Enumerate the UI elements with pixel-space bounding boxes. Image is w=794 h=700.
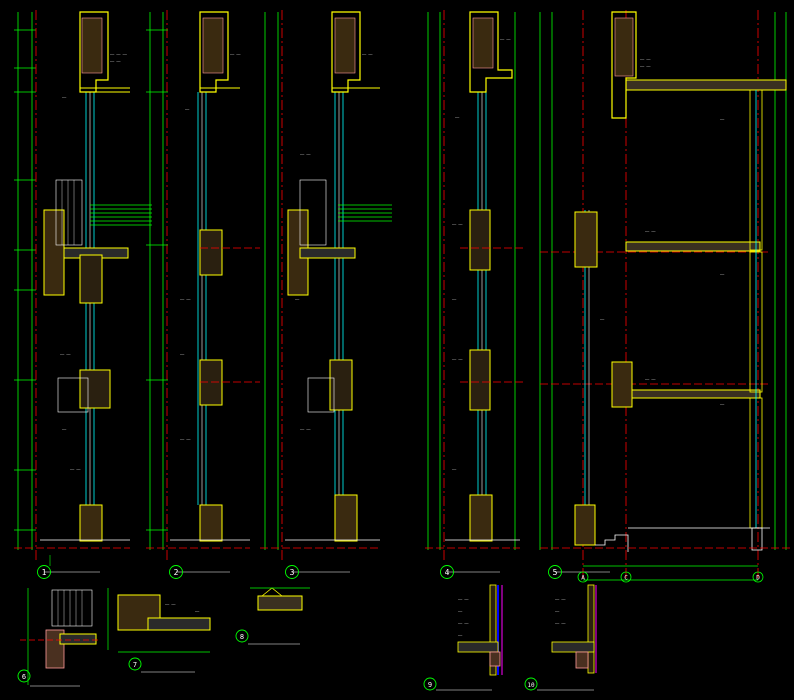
svg-text:—— ——: —— —— [300, 427, 311, 431]
svg-text:—— ——: —— —— [180, 297, 191, 301]
svg-text:—— ——: —— —— [640, 57, 651, 61]
svg-text:——: —— [455, 115, 460, 119]
section-label-3: 3 [290, 568, 295, 577]
svg-text:——: —— [720, 272, 725, 276]
svg-text:—— ——: —— —— [458, 597, 469, 601]
svg-text:——: —— [452, 467, 457, 471]
svg-text:—— ——: —— —— [300, 152, 311, 156]
section-marker-4 [440, 565, 454, 579]
svg-text:—— ——: —— —— [230, 52, 241, 56]
detail-label-9: 9 [428, 681, 432, 689]
svg-text:——: —— [720, 117, 725, 121]
svg-text:——: —— [195, 609, 200, 613]
svg-text:—— ——: —— —— [165, 602, 176, 606]
detail-label-10: 10 [527, 682, 535, 689]
svg-text:——: —— [185, 107, 190, 111]
grid-label-c: C [624, 575, 628, 582]
svg-text:—— ——: —— —— [500, 37, 511, 41]
svg-text:—— ——: —— —— [555, 621, 566, 625]
wall-section-4: —— —— —— —— —— —— —— —— —— 4 [425, 10, 525, 579]
detail-6: 6 [17, 588, 100, 687]
svg-text:—— ——: —— —— [180, 437, 191, 441]
svg-text:——: —— [180, 352, 185, 356]
grid-bubble-a [577, 571, 589, 583]
svg-text:——: —— [295, 297, 300, 301]
detail-label-8: 8 [240, 633, 244, 641]
section-label-1: 1 [42, 568, 47, 577]
section-marker-1 [37, 565, 51, 579]
svg-text:—— ——: —— —— [110, 59, 121, 63]
wall-section-1: —— —— —— —— —— —— —— —— —— —— —— 1 [14, 10, 152, 579]
section-label-5: 5 [553, 568, 558, 577]
grid-bubble-c [620, 571, 632, 583]
detail-9: —— —— —— —— —— —— 9 [423, 584, 503, 691]
section-label-4: 4 [445, 568, 450, 577]
svg-text:—— ——: —— —— [555, 597, 566, 601]
svg-text:—— ——: —— —— [458, 621, 469, 625]
svg-text:—— ——: —— —— [362, 52, 373, 56]
detail-marker-10 [524, 677, 538, 691]
detail-marker-6 [17, 669, 31, 683]
detail-label-6: 6 [22, 673, 26, 681]
grid-label-a: A [581, 575, 585, 582]
detail-label-7: 7 [133, 661, 137, 669]
svg-text:—— ——: —— —— [645, 229, 656, 233]
wall-section-2: —— —— —— —— —— —— —— —— 2 [146, 10, 260, 579]
wall-section-3: —— —— —— —— —— —— —— 3 [260, 10, 392, 579]
grid-label-d: D [756, 575, 760, 582]
svg-text:——: —— [62, 95, 67, 99]
svg-text:——: —— [555, 609, 560, 613]
detail-7: —— —— —— 7 [107, 588, 211, 673]
svg-text:—— ——: —— —— [60, 352, 71, 356]
grid-bubble-d [752, 571, 764, 583]
section-marker-5 [548, 565, 562, 579]
svg-text:—— ——: —— —— [640, 64, 651, 68]
svg-text:—— —— ——: —— —— —— [110, 52, 128, 56]
svg-text:——: —— [458, 609, 463, 613]
svg-text:—— ——: —— —— [452, 357, 463, 361]
detail-marker-7 [128, 657, 142, 671]
detail-marker-9 [423, 677, 437, 691]
section-marker-2 [169, 565, 183, 579]
section-marker-3 [285, 565, 299, 579]
svg-text:—— ——: —— —— [452, 222, 463, 226]
svg-text:—— ——: —— —— [645, 377, 656, 381]
wall-section-5: —— —— —— —— —— —— —— —— —— —— —— —— 5 A C D [539, 10, 790, 583]
svg-text:—— ——: —— —— [70, 467, 81, 471]
section-label-2: 2 [174, 568, 179, 577]
detail-marker-8 [235, 629, 249, 643]
svg-text:——: —— [458, 633, 463, 637]
detail-8: 8 [235, 587, 310, 645]
svg-text:——: —— [600, 317, 605, 321]
svg-text:——: —— [720, 402, 725, 406]
svg-text:——: —— [452, 297, 457, 301]
detail-10: —— —— —— —— —— 10 [524, 584, 597, 691]
svg-text:——: —— [62, 427, 67, 431]
